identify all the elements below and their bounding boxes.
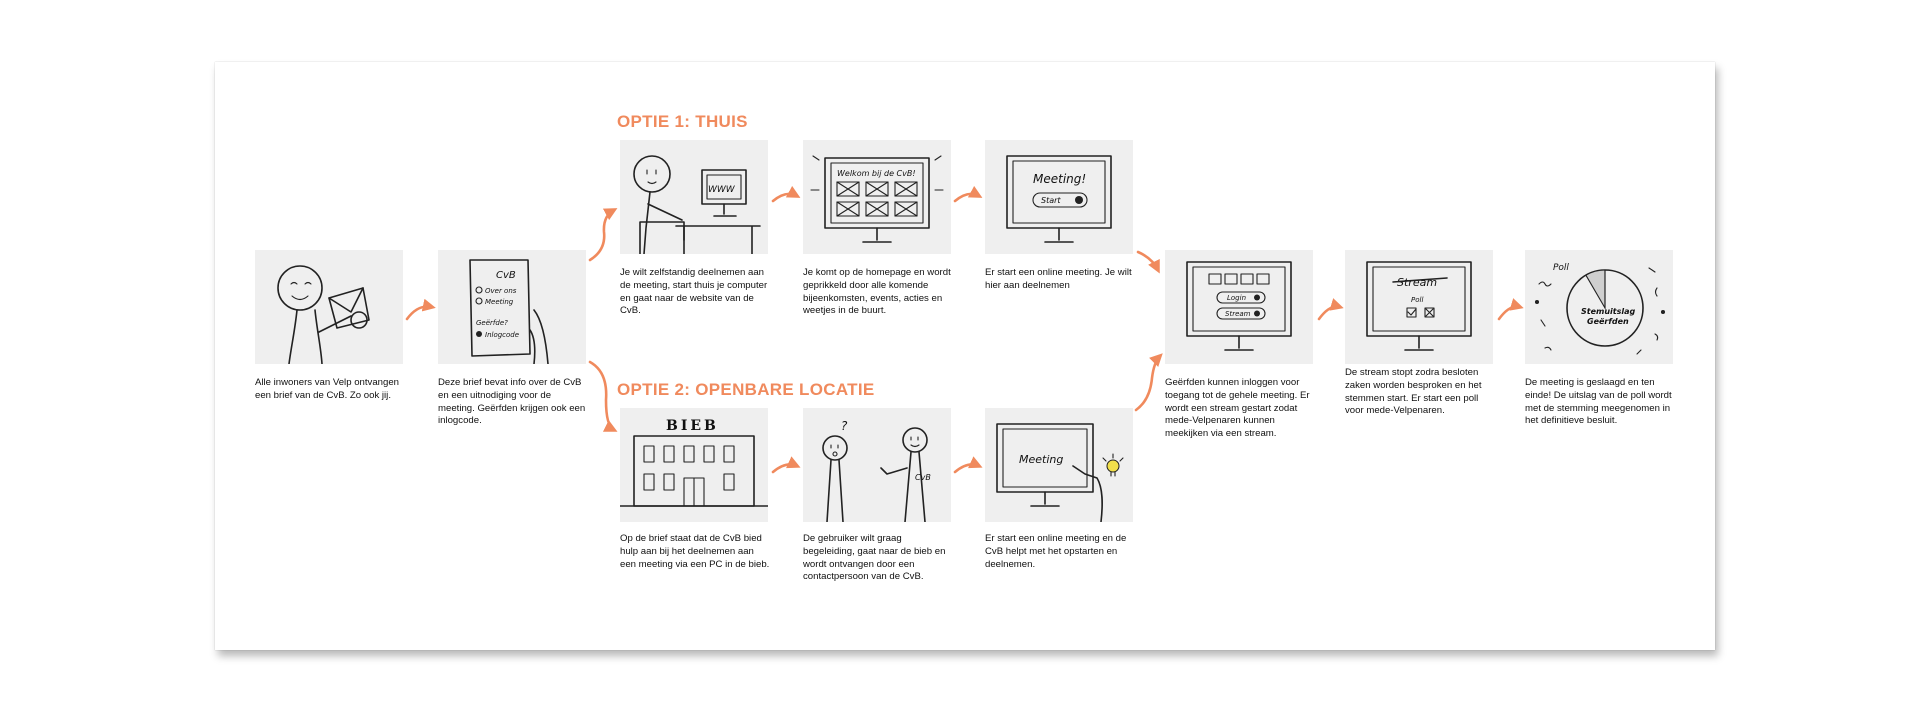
letter-item3-text: Inlogcode	[485, 331, 519, 339]
caption-stream-poll: De stream stopt zodra besloten zaken wor…	[1345, 367, 1482, 417]
question-mark-text: ?	[841, 419, 848, 433]
caption-result: De meeting is geslaagd en ten einde! De …	[1525, 377, 1672, 427]
pie-label-2-text: Geërfden	[1587, 317, 1629, 326]
panel-stream-poll: Stream Poll	[1345, 250, 1493, 364]
two-people-sketch: ? CvB	[822, 419, 931, 522]
letter-item1-text: Over ons	[485, 287, 517, 295]
content-tiles	[836, 181, 918, 217]
meeting-title-text: Meeting!	[1033, 172, 1086, 186]
letter-question-text: Geërfde?	[476, 319, 508, 327]
meeting-monitor-help-sketch: Meeting	[996, 423, 1124, 522]
stream-button-text: Stream	[1225, 310, 1251, 318]
letter-item2-text: Meeting	[485, 298, 514, 306]
login-button-text: Login	[1227, 294, 1246, 302]
meeting-monitor-sketch: Meeting! Start	[1006, 155, 1112, 243]
library-building-sketch: BIEB	[620, 418, 768, 507]
letter-title-text: CvB	[496, 270, 516, 281]
pie-label-1-text: Stemuitslag	[1581, 307, 1636, 316]
caption-letter-received: Alle inwoners van Velp ontvangen een bri…	[255, 377, 400, 401]
video-tiles	[1208, 273, 1270, 285]
stream-arrow-icon	[1254, 310, 1260, 317]
arrow-bullet-icon	[476, 331, 482, 337]
welcome-text: Welkom bij de CvB!	[837, 169, 916, 178]
start-button-text: Start	[1041, 196, 1061, 205]
panel-home-start: WWW	[620, 140, 768, 254]
poll-result-sketch: Poll Stemuitslag Geërfden	[1534, 263, 1666, 355]
caption-home-start: Je wilt zelfstandig deelnemen aan de mee…	[620, 267, 768, 317]
pie-highlighted-slice	[1585, 269, 1606, 311]
login-arrow-icon	[1254, 294, 1260, 301]
panel-login: Login Stream	[1165, 250, 1313, 364]
panel-result: Poll Stemuitslag Geërfden	[1525, 250, 1673, 364]
lightbulb-icon	[1106, 459, 1120, 473]
person-with-letter-sketch	[277, 265, 370, 364]
check-icon	[1407, 308, 1417, 316]
letter-sketch: CvB Over ons Meeting Geërfde? Inlogcode	[469, 259, 549, 364]
poll-small-text: Poll	[1411, 296, 1423, 304]
panel-letter-received	[255, 250, 403, 364]
poll-label-text: Poll	[1553, 263, 1569, 273]
panel-online-meeting-library: Meeting	[985, 408, 1133, 522]
option1-title: OPTIE 1: THUIS	[617, 112, 748, 131]
panel-homepage: Welkom bij de CvB!	[803, 140, 951, 254]
cross-icon	[1425, 308, 1434, 317]
option2-title: OPTIE 2: OPENBARE LOCATIE	[617, 380, 875, 399]
caption-online-meeting-library: Er start een online meeting en de CvB he…	[985, 533, 1127, 570]
bieb-sign-text: BIEB	[666, 418, 719, 434]
person-label-text: CvB	[915, 473, 931, 482]
start-arrow-icon	[1075, 196, 1083, 204]
person-at-computer-sketch: WWW	[633, 155, 761, 254]
library-screen-text: Meeting	[1019, 453, 1063, 466]
stream-struck-text: Stream	[1397, 276, 1437, 289]
homepage-monitor-sketch: Welkom bij de CvB!	[810, 155, 944, 243]
library-windows	[643, 445, 735, 507]
confetti-icon	[1534, 267, 1666, 355]
panel-library-help: BIEB	[620, 408, 768, 522]
caption-letter-content: Deze brief bevat info over de CvB en een…	[438, 377, 586, 427]
panel-letter-content: CvB Over ons Meeting Geërfde? Inlogcode	[438, 250, 586, 364]
panel-library-visit: ? CvB	[803, 408, 951, 522]
caption-library-visit: De gebruiker wilt graag begeleiding, gaa…	[803, 533, 946, 583]
panel-online-meeting-home: Meeting! Start	[985, 140, 1133, 254]
caption-homepage: Je komt op de homepage en wordt geprikke…	[803, 267, 951, 317]
caption-login: Geërfden kunnen inloggen voor toegang to…	[1165, 377, 1310, 440]
pc-screen-text: WWW	[708, 185, 736, 195]
poll-monitor-sketch: Stream Poll	[1366, 261, 1472, 351]
caption-online-meeting-home: Er start een online meeting. Je wilt hie…	[985, 267, 1132, 291]
login-monitor-sketch: Login Stream	[1186, 261, 1292, 351]
caption-library-help: Op de brief staat dat de CvB bied hulp a…	[620, 533, 770, 570]
